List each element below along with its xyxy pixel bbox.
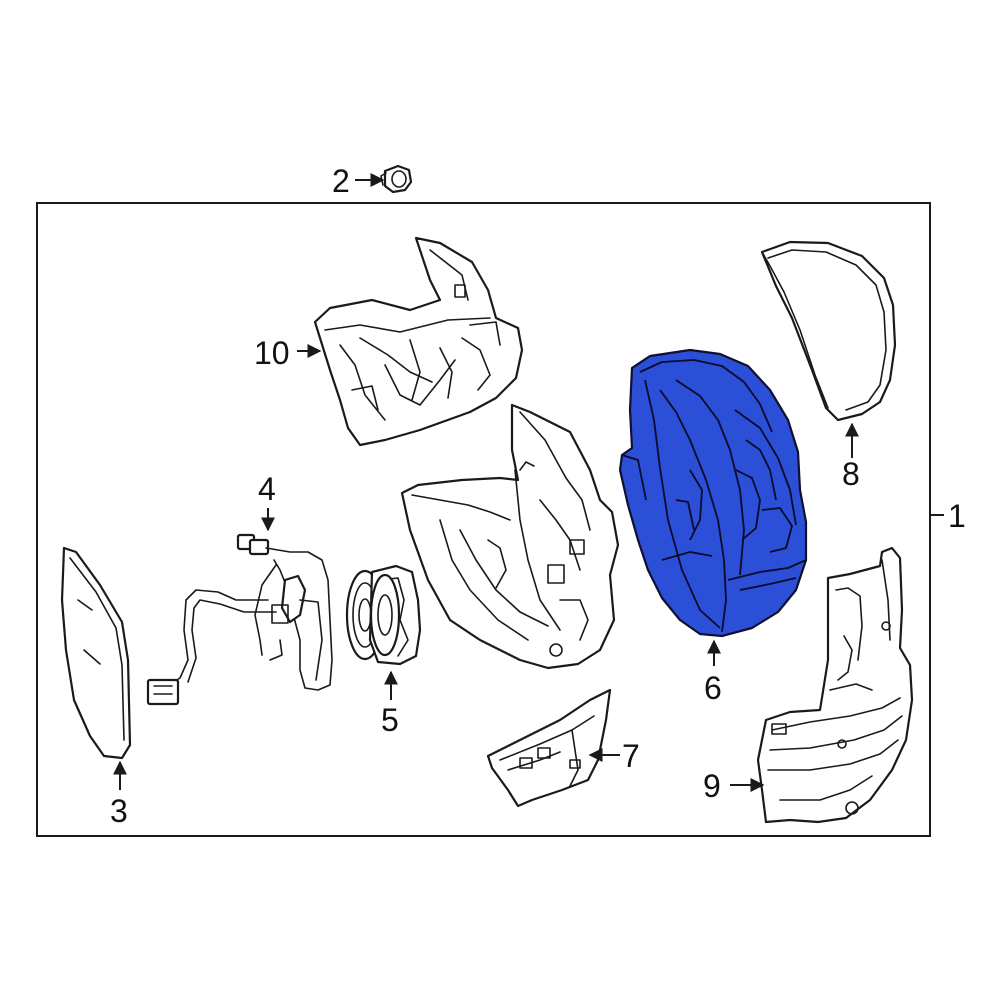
callout-7: 7 [622,738,640,774]
callout-2: 2 [332,163,350,199]
part-4-wiring-harness[interactable] [146,533,333,706]
part-3-mirror-glass[interactable] [60,546,132,760]
part-6-mirror-housing[interactable] [618,348,808,638]
part-7-lower-cover[interactable] [486,688,612,808]
part-5-actuator-motor[interactable] [345,564,422,666]
central-frame[interactable] [400,403,620,670]
part-10-base-bracket[interactable] [313,236,524,447]
callout-10: 10 [254,335,290,371]
callout-1: 1 [948,498,966,534]
callout-6: 6 [704,670,722,706]
callout-3: 3 [110,793,128,829]
assembly-frame [36,202,931,837]
part-2-clip[interactable] [380,164,413,194]
part-8-cover-cap[interactable] [760,240,897,422]
callout-8: 8 [842,456,860,492]
callout-4: 4 [258,471,276,507]
part-9-lower-housing[interactable] [756,546,914,824]
callout-9: 9 [703,768,721,804]
callout-5: 5 [381,702,399,738]
